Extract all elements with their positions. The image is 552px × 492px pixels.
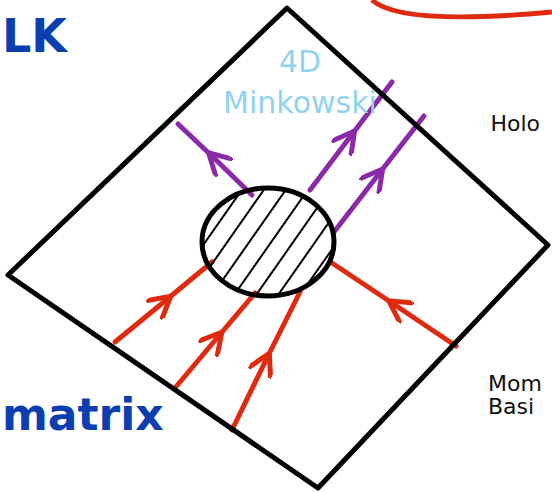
side-note: Holo (490, 112, 540, 135)
hatched-blob (202, 188, 334, 296)
region-label: 4D Minkowski (200, 42, 400, 123)
side-note: Mom Basi (488, 372, 546, 418)
side-note: matrix (2, 392, 164, 438)
side-note: LK (2, 12, 67, 60)
red-curve (372, 0, 552, 17)
